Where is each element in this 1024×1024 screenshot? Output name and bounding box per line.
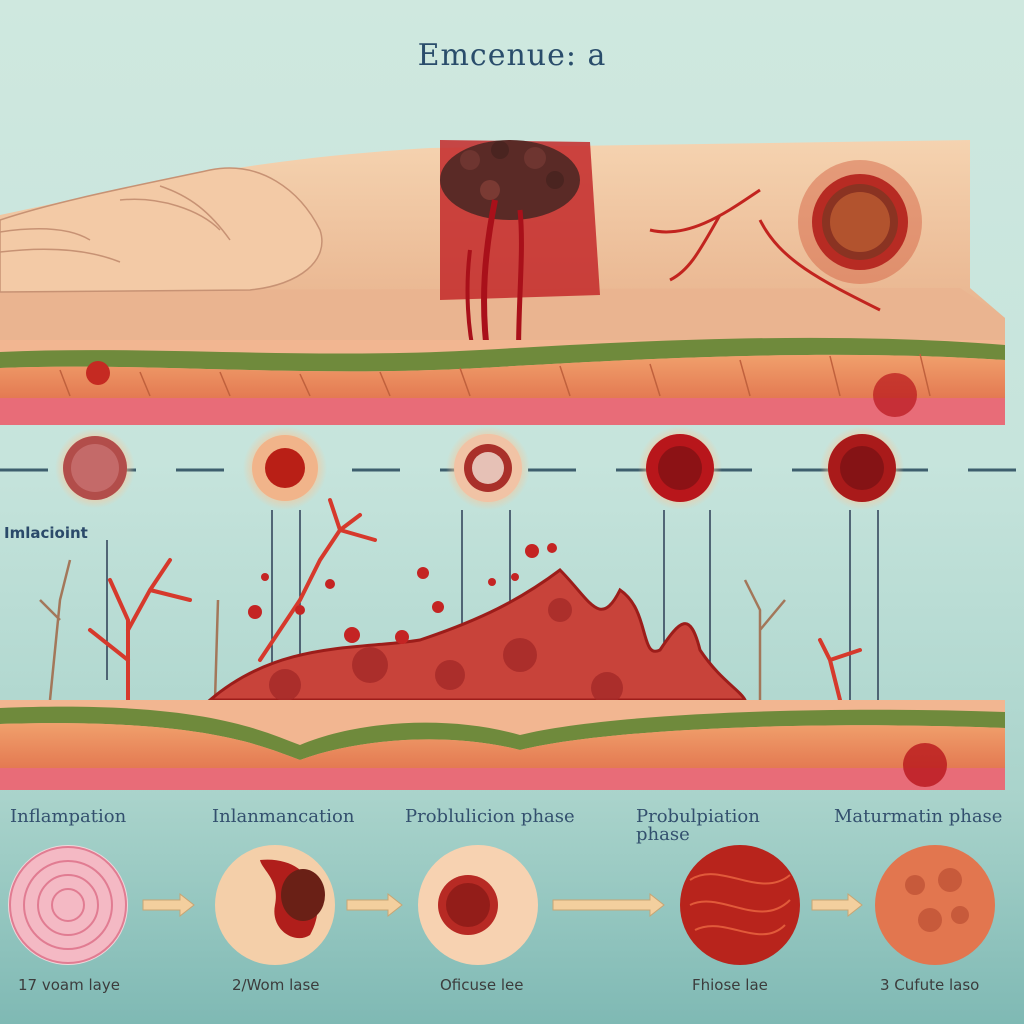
arrow-3 [552,892,665,918]
phase-images [8,845,995,965]
stage-circle-2 [243,426,327,510]
stage-circle-4 [638,426,722,510]
phase-caption-2: 2/Wom lase [232,976,320,994]
phase-caption-5: 3 Cufute laso [880,976,980,994]
surface-wound-right [649,160,922,312]
phase-circle-4 [680,845,800,965]
skin-slab-top [0,140,1005,401]
hand-illustration [0,167,323,293]
arrow-2 [346,892,403,918]
arrow-1 [142,892,195,918]
phase-circle-5 [875,845,995,965]
phase-label-5: Maturmatin phase [834,806,1003,827]
side-label: Imlacioint [4,524,88,542]
granulation-tissue-section [0,498,1005,790]
arrow-4 [811,892,863,918]
phase-circle-2 [215,845,335,965]
phase-label-3: Problulicion phase [405,806,575,827]
phase-circle-3 [418,845,538,965]
phase-label-4: Probulpiation phase [636,806,760,845]
phase-label-1: Inflampation [10,806,127,827]
stage-marker-row [0,426,1024,780]
phase-caption-1: 17 voam laye [18,976,120,994]
stage-circle-3 [446,426,530,510]
tissue-cross-section-top [0,337,1005,425]
diagram-title: Emcenue: a [417,38,607,73]
phase-label-2: Inlanmancation [212,806,355,827]
surface-wound-center [440,140,600,401]
stage-circle-5 [820,426,904,510]
phase-caption-3: Oficuse lee [440,976,524,994]
phase-caption-4: Fhiose lae [692,976,768,994]
stage-circle-1 [55,428,135,508]
phase-circle-1 [8,845,128,965]
